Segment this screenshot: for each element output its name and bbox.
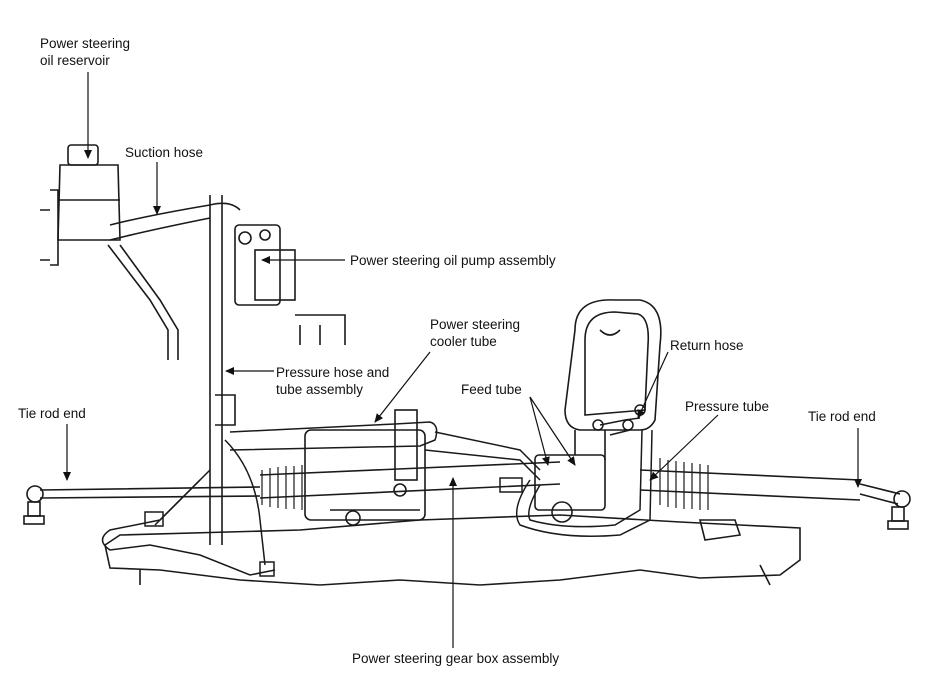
label-pump-assembly: Power steering oil pump assembly	[350, 253, 556, 268]
valve-housing	[534, 299, 662, 523]
label-tie-rod-right: Tie rod end	[808, 409, 876, 424]
gear-box-body	[304, 409, 426, 526]
arrow-pressure-tube	[649, 414, 719, 481]
suction-hose	[107, 202, 241, 360]
label-cooler-line2: cooler tube	[430, 334, 497, 349]
boot-left	[261, 465, 303, 510]
tie-rod-left	[23, 485, 261, 525]
rack-tube	[259, 461, 861, 501]
leader-arrows	[63, 72, 862, 648]
label-reservoir-line1: Power steering	[40, 36, 131, 51]
return-loop	[101, 439, 276, 577]
label-return-hose: Return hose	[670, 338, 744, 353]
label-cooler-line1: Power steering	[430, 317, 521, 332]
arrow-return	[637, 351, 669, 419]
arrow-feed-2	[529, 396, 576, 466]
label-feed-tube: Feed tube	[461, 382, 522, 397]
label-pressure-hose-line1: Pressure hose and	[276, 365, 390, 380]
label-gear-box: Power steering gear box assembly	[352, 651, 560, 666]
boot-right	[659, 458, 709, 510]
label-suction-hose: Suction hose	[125, 145, 204, 160]
arrow-feed-1	[529, 396, 550, 466]
label-reservoir-line2: oil reservoir	[40, 53, 110, 68]
pump-assembly	[234, 224, 346, 345]
tie-rod-right	[859, 483, 911, 530]
reservoir	[40, 144, 121, 266]
pressure-hose	[209, 195, 236, 545]
arrow-cooler	[374, 351, 431, 423]
feed-pressure-return-tubes	[515, 404, 653, 537]
label-pressure-hose-line2: tube assembly	[276, 382, 364, 397]
cooler-tube	[229, 421, 541, 493]
label-tie-rod-left: Tie rod end	[18, 406, 86, 421]
subframe	[104, 514, 801, 586]
label-pressure-tube: Pressure tube	[685, 399, 770, 414]
